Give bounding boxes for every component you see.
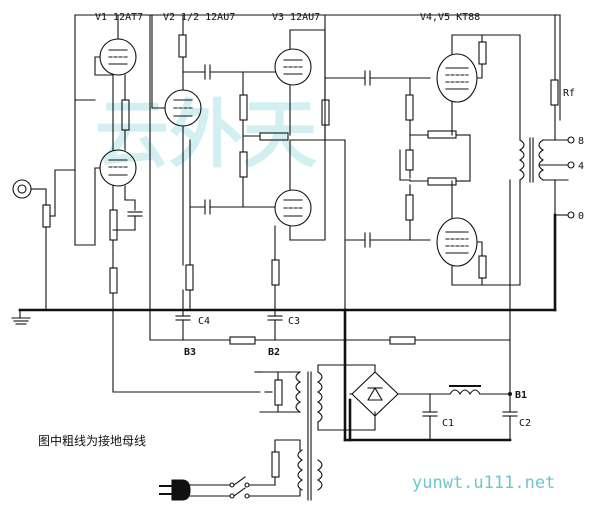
resistor (405, 94, 414, 121)
resistor (109, 209, 118, 241)
tube-label-v1: V1 12AT7 (95, 12, 143, 23)
capacitor-c3 (267, 309, 283, 341)
label-b1: B1 (515, 390, 527, 401)
tube-v5 (436, 217, 478, 267)
ground-bus-note: 图中粗线为接地母线 (38, 433, 146, 448)
resistor (478, 255, 487, 279)
label-b2: B2 (268, 347, 280, 358)
feedback-resistor-rf (550, 79, 559, 106)
label-rf: Rf (563, 88, 575, 99)
input-jack[interactable] (12, 179, 32, 199)
capacitor-c1 (422, 393, 438, 441)
heater-potentiometer (259, 371, 301, 413)
supply-chain (149, 14, 511, 345)
ground-bus (18, 213, 557, 442)
volume-potentiometer (42, 169, 76, 311)
tube-label-v45: V4,V5 KT88 (420, 12, 480, 23)
coupling-capacitor (182, 64, 276, 80)
coupling-capacitor (189, 199, 276, 215)
resistor (478, 41, 487, 65)
resistor (405, 149, 414, 171)
resistor (405, 194, 414, 221)
site-url: yunwt.u111.net (412, 473, 555, 493)
label-c1: C1 (442, 418, 454, 429)
output-0: 0 (578, 211, 584, 222)
label-c2: C2 (519, 418, 531, 429)
output-4: 4 (578, 161, 584, 172)
top-rail (74, 14, 561, 246)
ground-symbol (11, 309, 31, 325)
watermark: 云外天 (95, 92, 317, 178)
label-c3: C3 (288, 316, 300, 327)
resistor (109, 267, 118, 294)
tube-label-v2: V2 1/2 12AU7 (163, 12, 235, 23)
mains-switch[interactable] (189, 476, 301, 499)
choke (429, 385, 511, 396)
output-terminals[interactable] (567, 136, 575, 219)
tube-v4 (436, 53, 478, 103)
capacitor-c4 (175, 289, 191, 341)
resistor (271, 259, 280, 286)
output-8: 8 (578, 136, 584, 147)
tube-v3-lower (274, 189, 312, 227)
label-b3: B3 (184, 347, 196, 358)
output-transformer (518, 137, 569, 216)
tube-v3-upper (274, 48, 312, 86)
resistor (178, 34, 187, 58)
coupling-capacitor (344, 232, 431, 248)
power-transformer (295, 364, 376, 501)
mains-plug-icon (159, 479, 191, 501)
rectifier-bridge (349, 371, 431, 417)
capacitor-c2 (502, 393, 518, 441)
mains-fuse (271, 439, 301, 486)
heater-feed (112, 309, 281, 393)
tube-v1-upper (99, 38, 137, 76)
bypass-capacitor (112, 211, 143, 231)
label-c4: C4 (198, 316, 210, 327)
tube-label-v3: V3 12AU7 (272, 12, 320, 23)
resistor (185, 264, 194, 291)
coupling-capacitor (324, 70, 431, 86)
